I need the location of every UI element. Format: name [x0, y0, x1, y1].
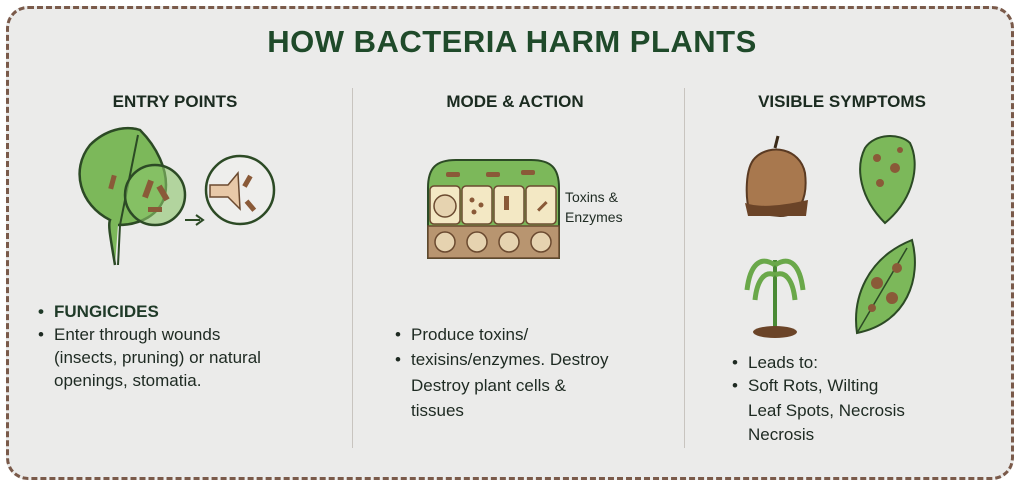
bullet-item: texisins/enzymes. Destroy [393, 348, 683, 371]
enzymes-label: Enzymes [565, 209, 623, 225]
symptoms-illustrations [744, 135, 916, 338]
wilting-plant-icon [744, 258, 806, 338]
toxins-label: Toxins & [565, 189, 618, 205]
bullet-item-continuation: openings, stomatia. [54, 371, 202, 390]
necrotic-leaf-icon [855, 238, 916, 335]
bullet-item-continuation: Destroy plant cells & [411, 376, 566, 395]
bullet-item-continuation: tissues [411, 401, 464, 420]
visible-symptoms-heading: VISIBLE SYMPTOMS [758, 92, 926, 111]
column-divider [684, 88, 685, 448]
page-title: HOW BACTERIA HARM PLANTS [267, 24, 757, 59]
bullet-item-continuation: Leaf Spots, Necrosis [748, 401, 905, 420]
plant-cells-illustration [427, 159, 560, 259]
bullet-item-continuation: Necrosis [748, 425, 815, 444]
entry-points-heading: ENTRY POINTS [112, 92, 238, 111]
column-divider [352, 88, 353, 448]
bullet-item: Soft Rots, Wilting [730, 374, 990, 397]
bullet-item: FUNGICIDES [36, 300, 336, 323]
entry-points-list: FUNGICIDES Enter through wounds (insects… [36, 300, 336, 392]
symptoms-list: Leads to: Soft Rots, Wilting Leaf Spots,… [730, 351, 990, 446]
leaf-entry-illustration [78, 126, 276, 266]
mode-action-list: Produce toxins/ texisins/enzymes. Destro… [393, 323, 683, 422]
bullet-item: Leads to: [730, 351, 990, 374]
leaf-spot-icon [859, 135, 916, 225]
mode-action-heading: MODE & ACTION [446, 92, 584, 111]
bullet-item: Produce toxins/ [393, 323, 683, 346]
soft-rot-fruit-icon [745, 135, 808, 218]
bullet-item: Enter through wounds [36, 323, 336, 346]
bullet-item-continuation: (insects, pruning) or natural [54, 348, 261, 367]
